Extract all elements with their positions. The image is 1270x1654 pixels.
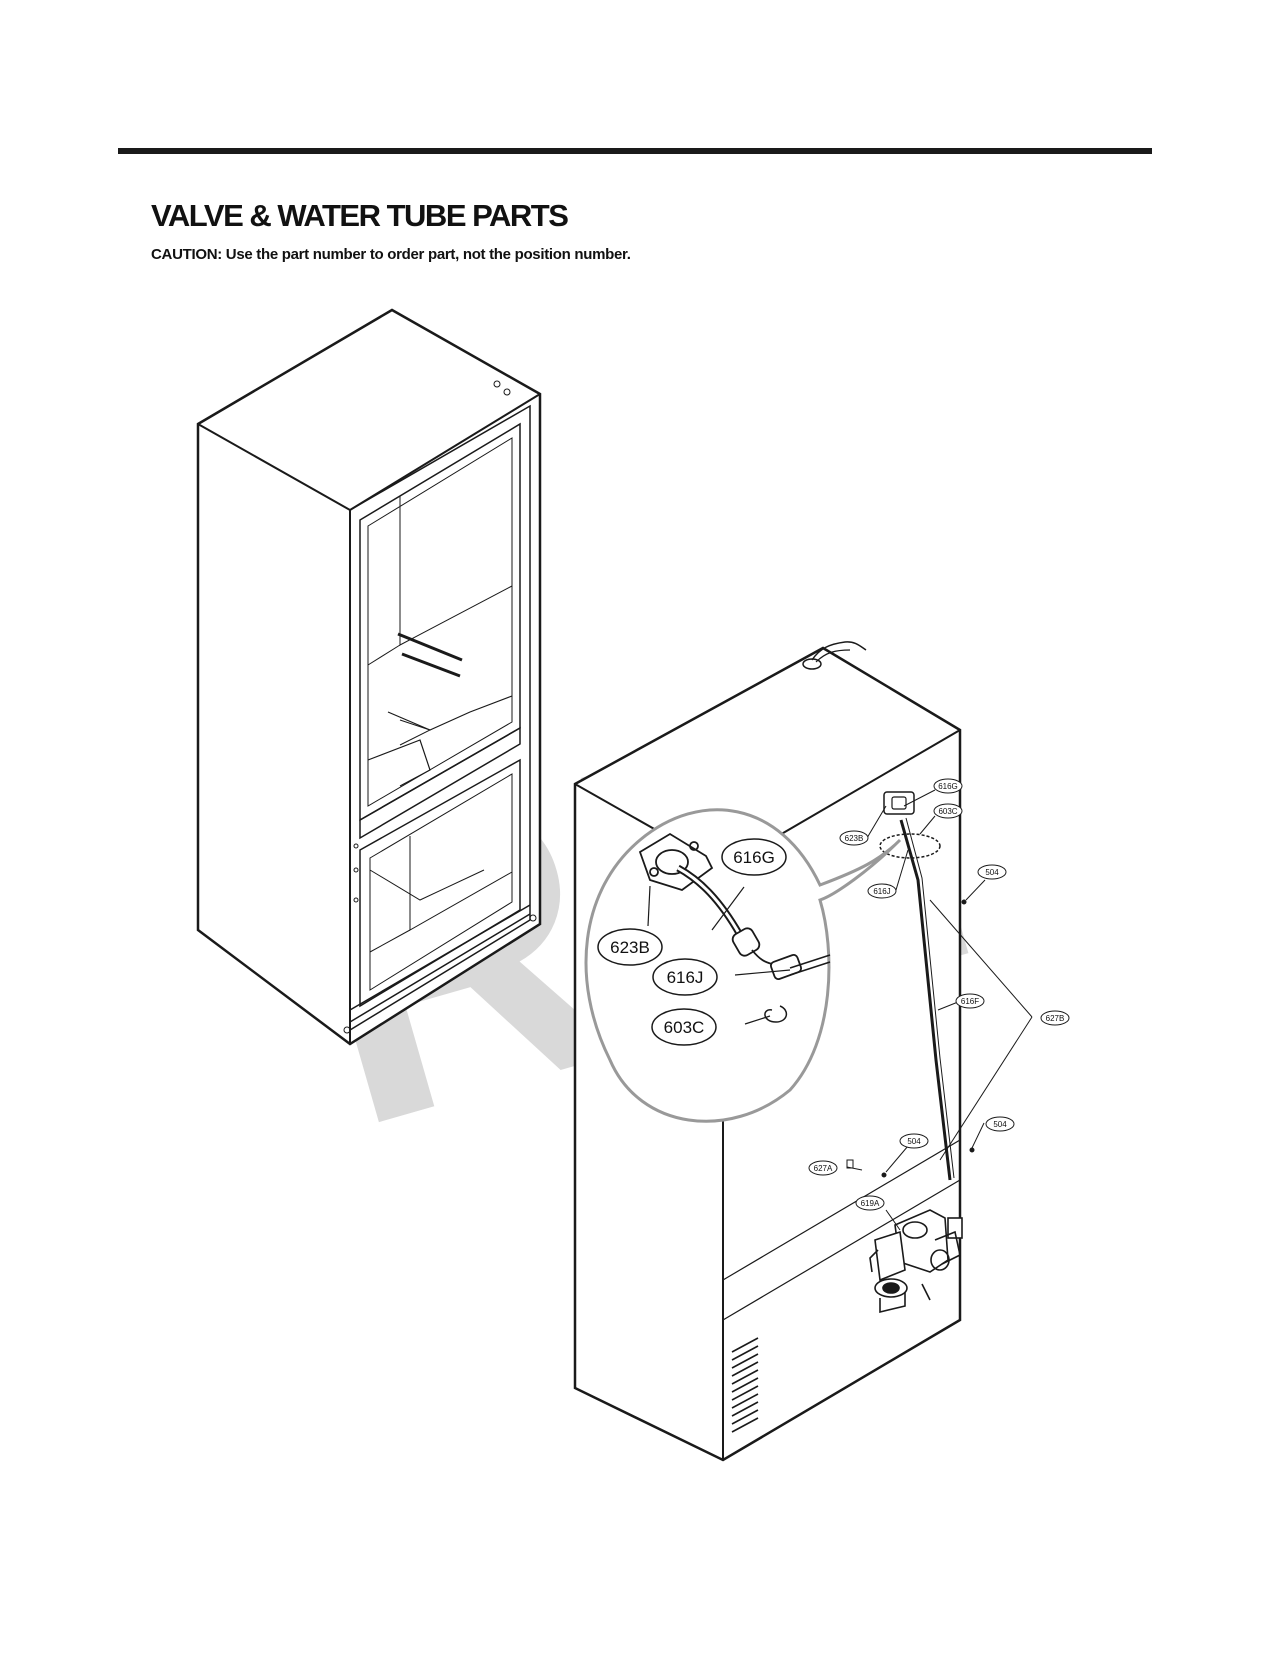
detail-callout-603C: 603C <box>664 1018 705 1037</box>
detail-callout-623B: 623B <box>610 938 650 957</box>
header-rule <box>118 148 1152 154</box>
part-callout-603C: 603C <box>938 807 957 816</box>
part-callout-504-left: 504 <box>907 1137 921 1146</box>
part-callout-627B: 627B <box>1046 1014 1065 1023</box>
detail-callout-616J: 616J <box>667 968 704 987</box>
part-callout-ellipses <box>808 778 1070 1211</box>
part-callout-619A: 619A <box>861 1199 880 1208</box>
cabinet-front-view <box>196 308 542 1046</box>
detail-magnifier: 616G 623B 616J 603C <box>584 808 902 1123</box>
part-callout-504-top: 504 <box>985 868 999 877</box>
page-title: VALVE & WATER TUBE PARTS <box>151 198 569 233</box>
detail-callout-616G: 616G <box>733 848 775 867</box>
part-leaders <box>846 789 1033 1231</box>
part-callout-504-right: 504 <box>993 1120 1007 1129</box>
part-callout-labels: 616G 603C 623B 616J 504 616F 627B 504 50… <box>814 782 1065 1208</box>
part-callout-616F: 616F <box>961 997 979 1006</box>
part-callout-616J: 616J <box>873 887 890 896</box>
part-callout-616G: 616G <box>938 782 958 791</box>
caution-note: CAUTION: Use the part number to order pa… <box>151 246 631 263</box>
part-callout-623B: 623B <box>845 834 864 843</box>
part-callout-627A: 627A <box>814 1164 833 1173</box>
